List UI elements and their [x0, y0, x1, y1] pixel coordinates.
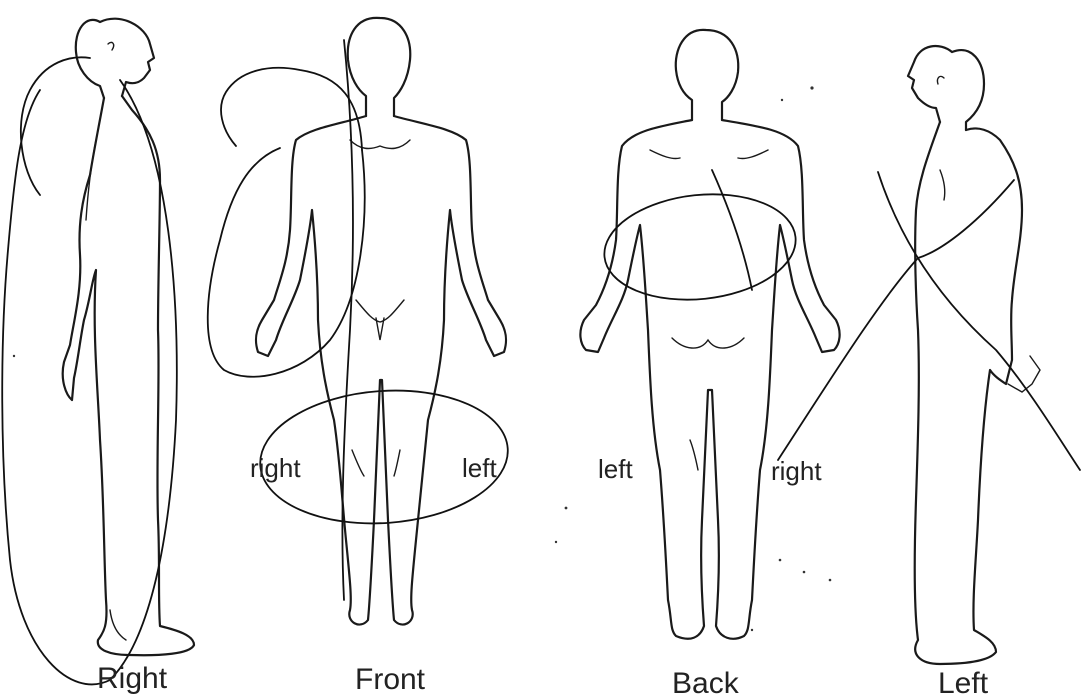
caption-right: Right — [97, 662, 168, 695]
paper-specks — [13, 86, 832, 631]
caption-front: Front — [355, 663, 426, 695]
front-side-right-label: right — [250, 453, 301, 483]
figure-right-side — [2, 19, 194, 685]
figure-left-side — [778, 46, 1080, 664]
caption-back: Back — [672, 667, 740, 695]
back-side-left-label: left — [598, 454, 633, 484]
back-side-right-label: right — [771, 456, 822, 486]
caption-left: Left — [938, 667, 989, 695]
figure-front — [208, 18, 513, 625]
figure-back — [580, 30, 839, 639]
front-side-left-label: left — [462, 453, 497, 483]
